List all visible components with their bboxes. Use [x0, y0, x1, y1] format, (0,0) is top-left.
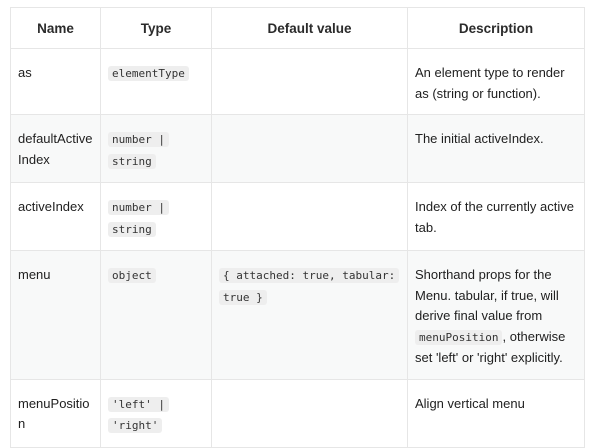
- header-default-value: Default value: [211, 7, 408, 49]
- prop-default: { attached: true, tabular: true }: [219, 268, 400, 305]
- prop-default-cell: [211, 378, 408, 448]
- prop-description: Shorthand props for the Menu. tabular, i…: [407, 250, 585, 380]
- prop-description: The initial activeIndex.: [407, 114, 585, 183]
- table-row: menuPosition 'left' | 'right' Align vert…: [10, 378, 585, 448]
- prop-type: elementType: [108, 66, 189, 81]
- prop-description: Align vertical menu: [407, 378, 585, 448]
- description-code: menuPosition: [415, 329, 503, 345]
- prop-type: number | string: [108, 132, 169, 169]
- header-description: Description: [407, 7, 585, 49]
- prop-type-cell: number | string: [100, 182, 212, 251]
- prop-name: menu: [10, 250, 101, 380]
- prop-name: activeIndex: [10, 182, 101, 251]
- header-row: Name Type Default value Description: [10, 7, 585, 49]
- prop-type: object: [108, 268, 156, 283]
- header-name: Name: [10, 7, 101, 49]
- prop-type-cell: object: [100, 250, 212, 380]
- prop-name: menuPosition: [10, 378, 101, 448]
- prop-type-cell: number | string: [100, 114, 212, 183]
- prop-type-cell: 'left' | 'right': [100, 378, 212, 448]
- prop-type: 'left' | 'right': [108, 396, 169, 433]
- prop-name: defaultActiveIndex: [10, 114, 101, 183]
- table-row: defaultActiveIndex number | string The i…: [10, 114, 585, 183]
- prop-default-cell: [211, 182, 408, 251]
- prop-name: as: [10, 48, 101, 115]
- table-row: activeIndex number | string Index of the…: [10, 182, 585, 251]
- description-text: , otherwise set 'left' or 'right' explic…: [415, 328, 566, 366]
- table-row: menu object { attached: true, tabular: t…: [10, 250, 585, 380]
- prop-default-cell: [211, 114, 408, 183]
- prop-description: An element type to render as (string or …: [407, 48, 585, 115]
- prop-default-cell: [211, 48, 408, 115]
- table-row: as elementType An element type to render…: [10, 48, 585, 115]
- props-table-container: Name Type Default value Description as e…: [10, 7, 585, 448]
- props-table: Name Type Default value Description as e…: [10, 7, 585, 448]
- header-type: Type: [100, 7, 212, 49]
- prop-description: Index of the currently active tab.: [407, 182, 585, 251]
- description-text: Shorthand props for the Menu. tabular, i…: [415, 267, 559, 323]
- prop-default-cell: { attached: true, tabular: true }: [211, 250, 408, 380]
- prop-type: number | string: [108, 200, 169, 237]
- prop-type-cell: elementType: [100, 48, 212, 115]
